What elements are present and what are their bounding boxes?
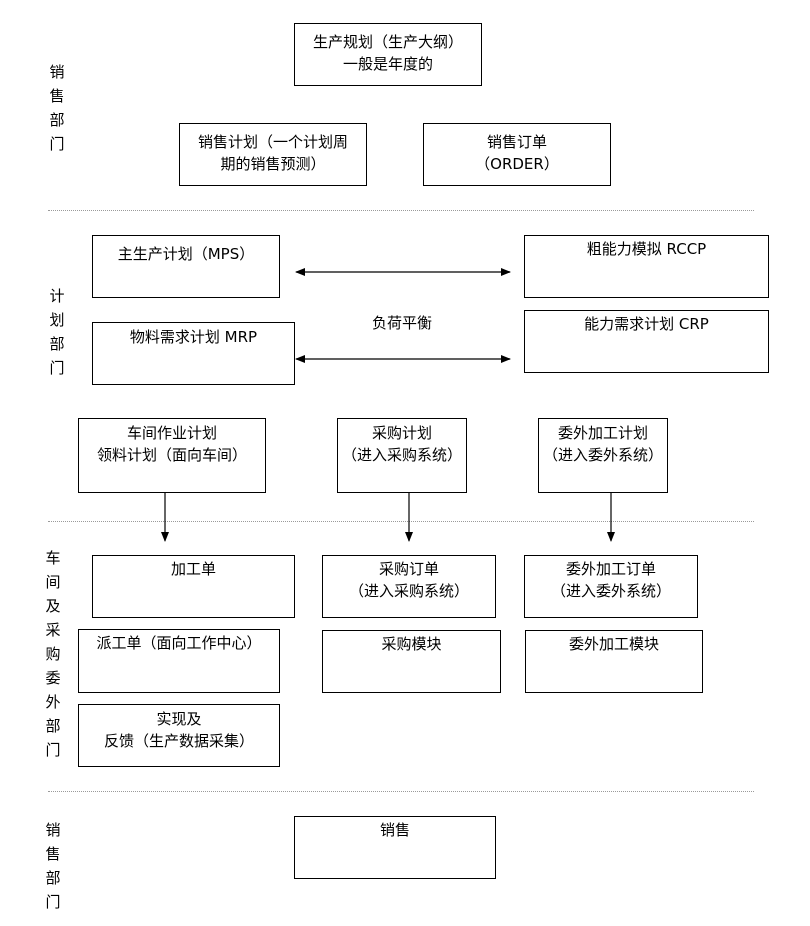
load-balance-label: 负荷平衡 [372, 314, 433, 332]
section-divider [48, 791, 754, 792]
dispatch-order-box: 派工单（面向工作中心） [78, 629, 280, 693]
purchase-order-box: 采购订单 （进入采购系统） [322, 555, 496, 618]
section-char: 车 [45, 549, 61, 567]
section-char: 计 [49, 287, 65, 305]
box-line: 采购模块 [381, 635, 442, 653]
section-char: 及 [45, 597, 61, 615]
section-char: 销 [49, 63, 65, 81]
box-line: 主生产计划（MPS） [117, 245, 255, 263]
section-label-sales-bottom: 销 售 部 门 [42, 818, 64, 914]
section-char: 购 [45, 645, 61, 663]
section-divider [48, 210, 754, 211]
box-line: 物料需求计划 MRP [129, 328, 258, 346]
mps-box: 主生产计划（MPS） [92, 235, 280, 298]
box-line: （进入采购系统） [341, 446, 462, 464]
outsource-module-box: 委外加工模块 [525, 630, 703, 693]
box-line: 委外加工订单 [565, 560, 656, 578]
purchase-plan-box: 采购计划 （进入采购系统） [337, 418, 467, 493]
sales-plan-box: 销售计划（一个计划周 期的销售预测） [179, 123, 367, 186]
section-char: 售 [45, 845, 61, 863]
mrp-box: 物料需求计划 MRP [92, 322, 295, 385]
section-label-sales-top: 销 售 部 门 [46, 60, 68, 156]
box-line: 期的销售预测） [220, 155, 326, 173]
section-char: 售 [49, 87, 65, 105]
production-plan-box: 生产规划（生产大纲） 一般是年度的 [294, 23, 482, 86]
box-line: 销售订单 [486, 133, 547, 151]
section-char: 门 [45, 741, 61, 759]
box-line: 生产规划（生产大纲） [312, 33, 463, 51]
box-line: （进入委外系统） [550, 582, 671, 600]
section-char: 部 [45, 717, 61, 735]
feedback-box: 实现及 反馈（生产数据采集） [78, 704, 280, 767]
workshop-plan-box: 车间作业计划 领料计划（面向车间） [78, 418, 266, 493]
section-char: 部 [49, 111, 65, 129]
section-divider [48, 521, 754, 522]
rccp-box: 粗能力模拟 RCCP [524, 235, 769, 298]
section-char: 划 [49, 311, 65, 329]
box-line: 销售 [379, 821, 410, 839]
box-line: 车间作业计划 [126, 424, 217, 442]
section-char: 外 [45, 693, 61, 711]
section-char: 间 [45, 573, 61, 591]
process-order-box: 加工单 [92, 555, 295, 618]
section-char: 销 [45, 821, 61, 839]
box-line: 粗能力模拟 RCCP [586, 240, 707, 258]
crp-box: 能力需求计划 CRP [524, 310, 769, 373]
sales-order-box: 销售订单 （ORDER） [423, 123, 611, 186]
outsource-plan-box: 委外加工计划 （进入委外系统） [538, 418, 668, 493]
box-line: 领料计划（面向车间） [96, 446, 247, 464]
section-char: 部 [45, 869, 61, 887]
box-line: 一般是年度的 [342, 55, 433, 73]
section-char: 采 [45, 621, 61, 639]
section-label-planning: 计 划 部 门 [46, 284, 68, 380]
section-char: 门 [49, 359, 65, 377]
box-line: 委外加工计划 [557, 424, 648, 442]
outsource-order-box: 委外加工订单 （进入委外系统） [524, 555, 698, 618]
box-line: 采购计划 [371, 424, 432, 442]
box-line: 派工单（面向工作中心） [96, 634, 262, 652]
box-line: 销售计划（一个计划周 [197, 133, 348, 151]
purchase-module-box: 采购模块 [322, 630, 501, 693]
box-line: （ORDER） [475, 155, 559, 173]
box-line: 能力需求计划 CRP [584, 315, 709, 333]
box-line: （进入委外系统） [542, 446, 663, 464]
section-label-workshop: 车 间 及 采 购 委 外 部 门 [42, 546, 64, 762]
sales-box: 销售 [294, 816, 496, 879]
section-char: 委 [45, 669, 61, 687]
section-char: 门 [45, 893, 61, 911]
box-line: 采购订单 [378, 560, 439, 578]
box-line: 加工单 [170, 560, 216, 578]
box-line: 实现及 [156, 710, 202, 728]
section-char: 部 [49, 335, 65, 353]
box-line: 反馈（生产数据采集） [103, 732, 254, 750]
box-line: （进入采购系统） [348, 582, 469, 600]
section-char: 门 [49, 135, 65, 153]
box-line: 委外加工模块 [568, 635, 659, 653]
